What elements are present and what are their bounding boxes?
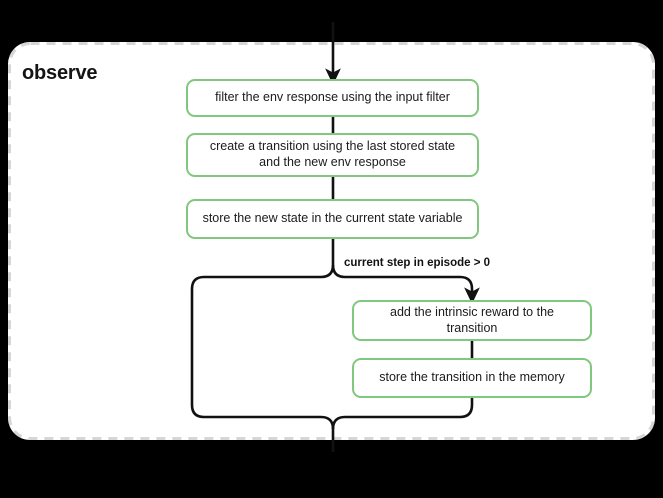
node-store-new-state[interactable]: store the new state in the current state…: [186, 199, 479, 239]
edge-label-condition: current step in episode > 0: [344, 257, 491, 269]
node-label: create a transition using the last store…: [209, 139, 456, 169]
node-create-transition[interactable]: create a transition using the last store…: [186, 133, 479, 177]
node-filter-env-response[interactable]: filter the env response using the input …: [186, 79, 479, 117]
node-label: store the transition in the memory: [379, 370, 565, 385]
node-label: store the new state in the current state…: [202, 211, 463, 226]
node-store-transition[interactable]: store the transition in the memory: [352, 358, 592, 398]
node-add-intrinsic-reward[interactable]: add the intrinsic reward to the transiti…: [352, 300, 592, 341]
node-label: filter the env response using the input …: [215, 90, 450, 105]
node-label: add the intrinsic reward to the transiti…: [390, 304, 554, 335]
group-title: observe: [22, 62, 98, 84]
